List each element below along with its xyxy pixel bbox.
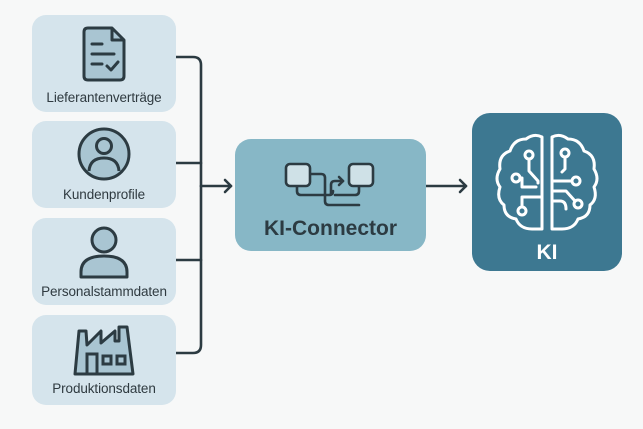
connector-label: KI-Connector [264,217,397,240]
arrowhead-to-connector [223,178,233,194]
source-label: Kundenprofile [62,187,145,202]
data-transfer-icon [283,161,379,216]
source-kundenprofile: Kundenprofile [32,121,176,208]
source-personalstammdaten: Personalstammdaten [32,218,176,305]
source-lieferantenvertraege: Lieferantenverträge [32,15,176,112]
person-icon [78,224,130,285]
user-circle-icon [76,126,132,187]
brain-circuit-icon [492,123,602,240]
document-check-icon [80,25,128,88]
line-produktionsdaten [174,184,203,355]
ki-connector-node: KI-Connector [235,139,426,251]
ki-node: KI [472,113,622,271]
source-label: Lieferantenverträge [46,90,162,105]
ki-label: KI [536,241,558,264]
line-lieferantenvertraege [174,55,203,188]
source-label: Produktionsdaten [52,381,156,396]
source-label: Personalstammdaten [41,284,167,299]
source-produktionsdaten: Produktionsdaten [32,315,176,405]
factory-icon [71,321,137,382]
arrowhead-to-ki [458,178,468,194]
